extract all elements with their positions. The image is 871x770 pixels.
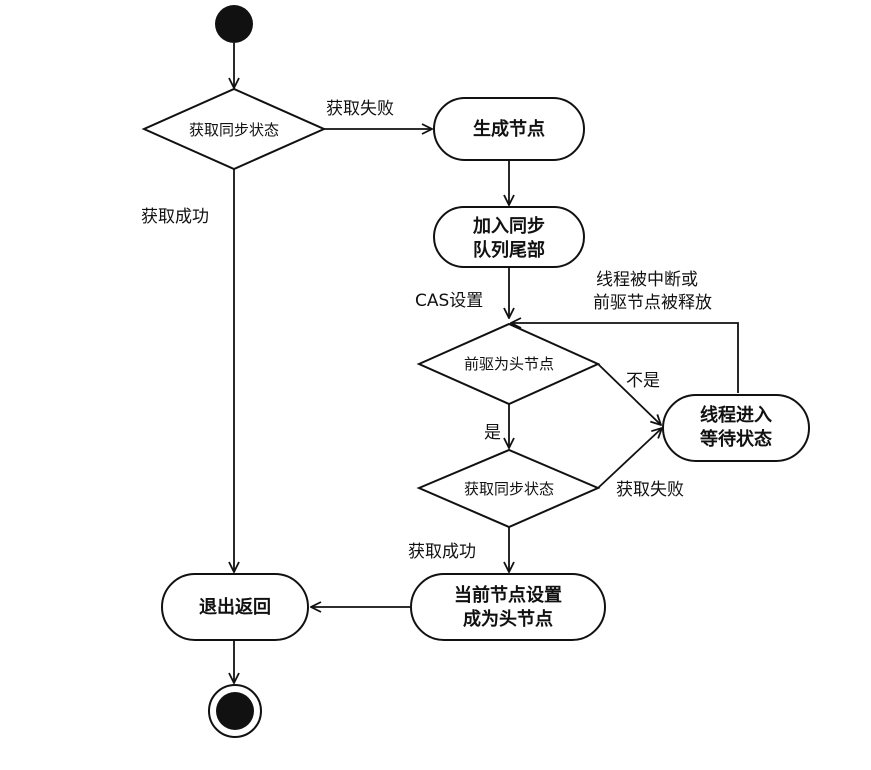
set-head-label-line2: 成为头节点 [463, 608, 553, 630]
label-acquire-success-2: 获取成功 [408, 542, 476, 562]
enqueue-label-line1: 加入同步 [472, 215, 545, 237]
label-no: 不是 [626, 371, 660, 391]
create-node-label: 生成节点 [473, 118, 545, 140]
decision-acquire-state-2-label: 获取同步状态 [464, 480, 554, 498]
edge-pred-not-head-to-wait [597, 363, 661, 425]
exit-return-box [161, 573, 309, 641]
enqueue-box [433, 206, 585, 268]
decision-pred-is-head [416, 322, 601, 406]
decision-pred-is-head-label: 前驱为头节点 [464, 355, 554, 373]
label-acquire-fail-1: 获取失败 [326, 99, 394, 119]
edge-wait-loop-back [511, 323, 739, 393]
edge-acquire-fail-to-wait [597, 428, 662, 489]
set-head-box [410, 573, 606, 641]
decision-acquire-state [141, 87, 327, 171]
end-node-core [216, 692, 254, 730]
wait-state-label-line1: 线程进入 [700, 404, 772, 426]
decision-acquire-state-2 [416, 448, 601, 529]
wait-state-box [662, 394, 810, 462]
exit-return-label: 退出返回 [199, 596, 271, 618]
create-node-box [433, 97, 585, 161]
label-interrupted-line1: 线程被中断或 [596, 270, 698, 290]
label-yes: 是 [484, 423, 501, 443]
wait-state-label-line2: 等待状态 [700, 428, 772, 450]
start-node [215, 5, 253, 43]
decision-acquire-state-label: 获取同步状态 [189, 121, 279, 139]
set-head-label-line1: 当前节点设置 [454, 584, 562, 606]
label-acquire-fail-2: 获取失败 [616, 480, 684, 500]
label-interrupted-line2: 前驱节点被释放 [593, 293, 712, 313]
label-acquire-success-1: 获取成功 [141, 207, 209, 227]
enqueue-label-line2: 队列尾部 [473, 239, 545, 261]
label-cas-set: CAS设置 [415, 291, 483, 311]
